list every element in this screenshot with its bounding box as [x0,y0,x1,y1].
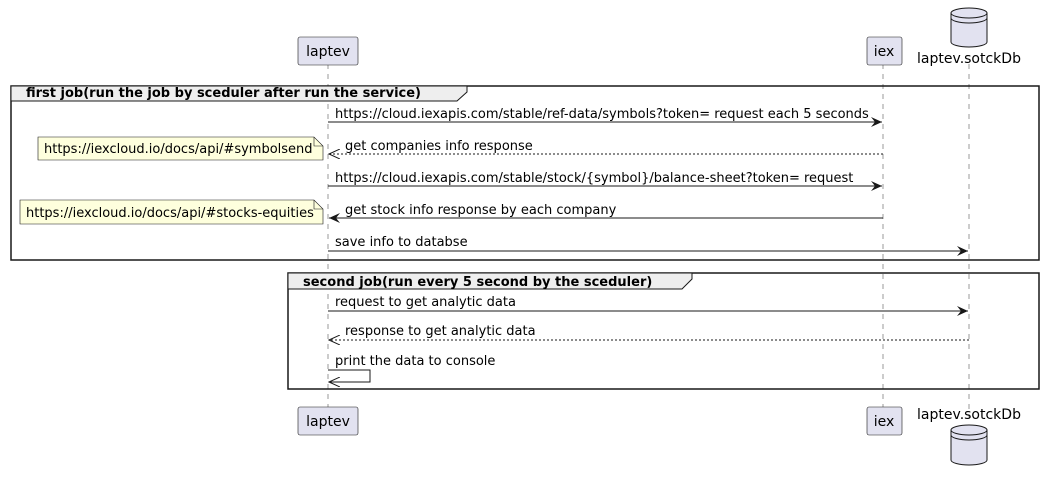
group-header-tab [10,85,468,102]
message: https://cloud.iexapis.com/stable/stock/{… [328,171,882,191]
participant-label: laptev [306,44,350,60]
message-label: print the data to console [335,354,495,369]
note-box [37,136,324,161]
message-label: get stock info response by each company [345,203,617,218]
participant-label: iex [874,414,895,430]
participant-laptev-bottom: laptev [297,406,359,436]
participant-label: laptev.sotckDb [917,407,1021,423]
message: get companies info response [329,139,883,154]
message-label: get companies info response [345,139,533,154]
message: request to get analytic data [328,295,968,316]
group-first-job: first job(run the job by sceduler after … [10,85,1040,261]
note-text: https://iexcloud.io/docs/api/#symbolsend [44,142,313,157]
message: get stock info response by each company [329,203,883,223]
participant-label: laptev.sotckDb [917,51,1021,67]
message-arrow [328,369,371,382]
message-label: https://cloud.iexapis.com/stable/stock/{… [335,171,853,186]
group-label: second job(run every 5 second by the sce… [303,275,652,290]
database-icon [950,7,988,48]
participant-laptev-top: laptev [297,36,359,66]
message: response to get analytic data [329,324,969,340]
message-self: print the data to console [328,354,495,382]
note: https://iexcloud.io/docs/api/#symbolsend [37,136,324,161]
message-label: https://cloud.iexapis.com/stable/ref-dat… [335,107,869,122]
note-fold [313,200,323,210]
message-label: request to get analytic data [335,295,516,310]
message-label: save info to databse [335,235,468,250]
participant-iex-top: iex [866,36,903,66]
message-label: response to get analytic data [345,324,536,339]
group-label: first job(run the job by sceduler after … [26,86,421,101]
note-fold [313,137,323,147]
message: https://cloud.iexapis.com/stable/ref-dat… [328,107,882,127]
participant-label: iex [874,44,895,60]
message: save info to databse [328,235,968,256]
group-header-tab [287,272,693,290]
group-frame [10,85,1040,261]
database-icon [950,424,988,466]
note-box [19,199,324,225]
note-text: https://iexcloud.io/docs/api/#stocks-equ… [26,206,314,221]
note: https://iexcloud.io/docs/api/#stocks-equ… [19,199,324,225]
participant-iex-bottom: iex [866,406,903,436]
participant-label: laptev [306,414,350,430]
group-second-job: second job(run every 5 second by the sce… [287,272,1040,390]
